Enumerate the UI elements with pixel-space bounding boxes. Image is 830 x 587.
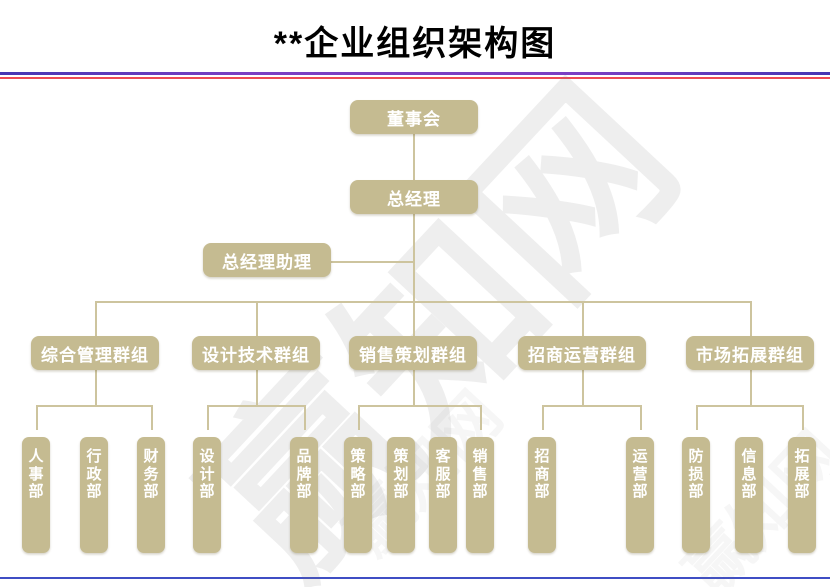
connector-drop-group-3 bbox=[413, 301, 415, 337]
node-dept-sales: 销售部 bbox=[466, 437, 494, 553]
node-group-market-expansion: 市场拓展群组 bbox=[686, 336, 814, 370]
title-divider-top bbox=[0, 72, 830, 75]
connector-drop-group-2 bbox=[256, 301, 258, 337]
connector-enddrop bbox=[358, 405, 360, 430]
node-dept-design: 设计部 bbox=[193, 437, 221, 553]
connector-stem-group-3 bbox=[413, 370, 415, 406]
connector-stem-group-4 bbox=[582, 370, 584, 406]
connector-assistant bbox=[331, 261, 414, 263]
connector-childbar-group-5 bbox=[696, 405, 804, 407]
node-dept-operations: 运营部 bbox=[626, 437, 654, 553]
node-dept-investment: 招商部 bbox=[528, 437, 556, 553]
connector-childbar-group-1 bbox=[36, 405, 153, 407]
connector-enddrop bbox=[480, 405, 482, 430]
node-group-investment-operations: 招商运营群组 bbox=[518, 336, 646, 370]
connector-enddrop bbox=[640, 405, 642, 430]
footer-divider bbox=[0, 577, 830, 579]
page-title: **企业组织架构图 bbox=[273, 25, 557, 63]
node-dept-brand: 品牌部 bbox=[290, 437, 318, 553]
connector-stem-group-2 bbox=[256, 370, 258, 406]
node-group-sales-planning: 销售策划群组 bbox=[349, 336, 477, 370]
title-divider-bottom bbox=[0, 77, 830, 79]
connector-childbar-group-3 bbox=[358, 405, 482, 407]
connector-enddrop bbox=[36, 405, 38, 430]
node-dept-loss-prevention: 防损部 bbox=[682, 437, 710, 553]
connector-stem-group-5 bbox=[750, 370, 752, 406]
node-board: 董事会 bbox=[350, 100, 478, 134]
connector-drop-group-1 bbox=[95, 301, 97, 337]
connector-enddrop bbox=[696, 405, 698, 430]
connector-drop-group-5 bbox=[750, 301, 752, 337]
connector-childbar-group-2 bbox=[207, 405, 306, 407]
node-general-manager: 总经理 bbox=[350, 180, 478, 214]
connector-enddrop bbox=[207, 405, 209, 430]
node-gm-assistant: 总经理助理 bbox=[203, 243, 331, 277]
node-dept-hr: 人事部 bbox=[22, 437, 50, 553]
connector-main-bar bbox=[95, 301, 752, 303]
connector-board-gm bbox=[413, 133, 415, 180]
connector-enddrop bbox=[304, 405, 306, 430]
node-dept-finance: 财务部 bbox=[137, 437, 165, 553]
connector-childbar-group-4 bbox=[542, 405, 642, 407]
connector-enddrop bbox=[151, 405, 153, 430]
connector-enddrop bbox=[802, 405, 804, 430]
connector-drop-group-4 bbox=[582, 301, 584, 337]
node-dept-information: 信息部 bbox=[735, 437, 763, 553]
node-dept-admin: 行政部 bbox=[80, 437, 108, 553]
node-dept-expansion: 拓展部 bbox=[788, 437, 816, 553]
node-group-design-tech: 设计技术群组 bbox=[192, 336, 320, 370]
node-dept-planning: 策划部 bbox=[387, 437, 415, 553]
connector-gm-mainbar bbox=[413, 212, 415, 302]
node-dept-strategy: 策略部 bbox=[344, 437, 372, 553]
node-dept-customer-service: 客服部 bbox=[429, 437, 457, 553]
connector-enddrop bbox=[542, 405, 544, 430]
connector-stem-group-1 bbox=[95, 370, 97, 406]
node-group-general-management: 综合管理群组 bbox=[31, 336, 159, 370]
